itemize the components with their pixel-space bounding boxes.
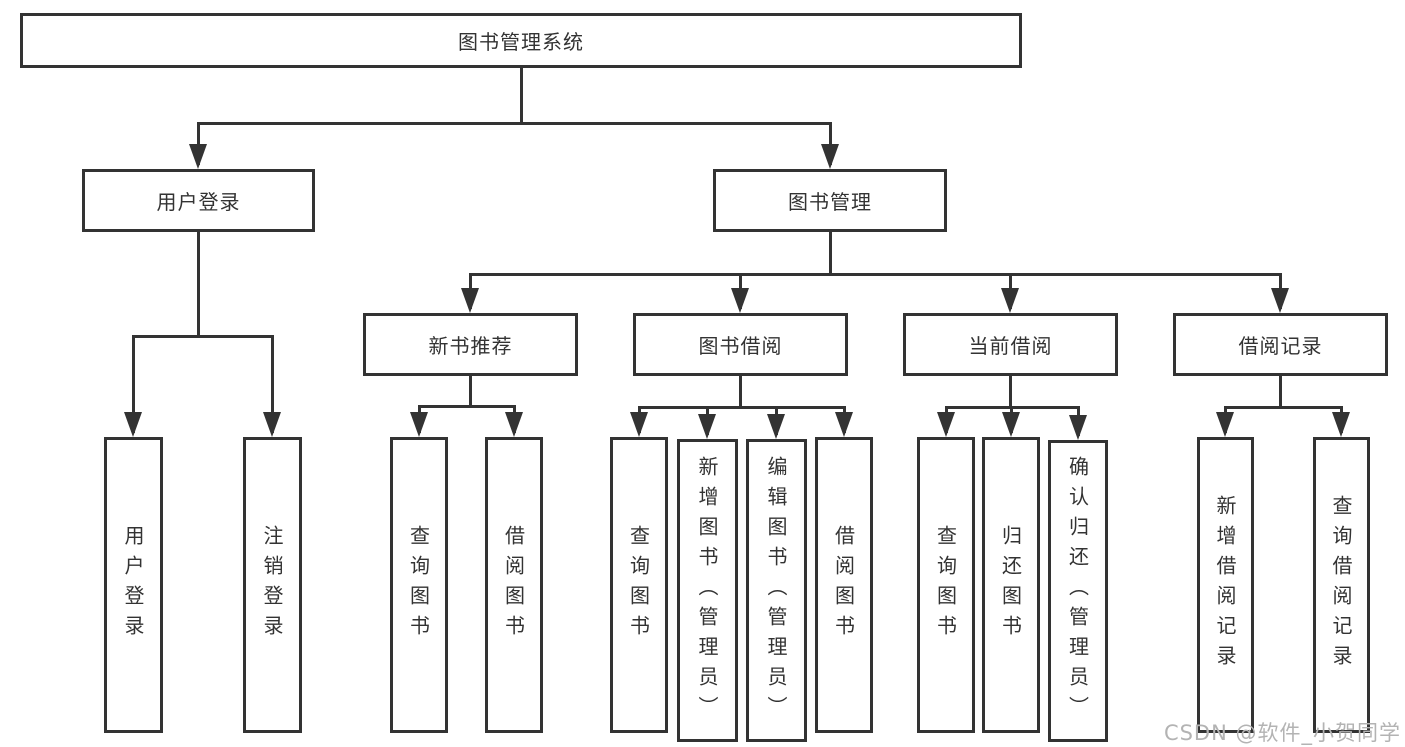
- node-label-user-login: 用户登录: [156, 190, 241, 214]
- node-query-books-1: 查询图书: [390, 437, 448, 733]
- node-label-return-books: 归还图书: [998, 525, 1023, 645]
- connector-arrow-stem: [131, 335, 135, 433]
- arrow-down-icon: [505, 412, 523, 437]
- arrow-down-icon: [410, 412, 428, 437]
- arrow-down-icon: [937, 412, 955, 437]
- connector-drop-line-book-borrow: [738, 376, 742, 406]
- connector-arrow-stem: [196, 122, 200, 165]
- node-confirm-return-admin: 确认归还（管理员）: [1048, 440, 1108, 742]
- node-label-borrow-records: 借阅记录: [1238, 334, 1323, 358]
- node-book-management: 图书管理: [713, 169, 947, 232]
- node-label-query-borrow-record: 查询借阅记录: [1329, 495, 1353, 675]
- node-label-add-borrow-record: 新增借阅记录: [1213, 495, 1237, 675]
- connector-drop-line-root: [519, 68, 523, 122]
- node-new-book-recommend: 新书推荐: [363, 313, 578, 376]
- node-label-query-books-1: 查询图书: [406, 525, 431, 645]
- arrow-down-icon: [1216, 412, 1234, 437]
- connector-rail-line-user-login: [131, 335, 274, 338]
- node-label-query-books-3: 查询图书: [933, 525, 958, 645]
- node-label-user-login-leaf: 用户登录: [121, 525, 145, 645]
- node-book-borrow: 图书借阅: [633, 313, 848, 376]
- node-borrow-books-1: 借阅图书: [485, 437, 543, 733]
- connector-drop-line-borrow-records: [1278, 376, 1282, 406]
- arrow-down-icon: [124, 412, 142, 437]
- connector-arrow-stem: [828, 122, 832, 165]
- node-borrow-books-2: 借阅图书: [815, 437, 873, 733]
- node-label-current-borrow: 当前借阅: [968, 334, 1053, 358]
- node-label-borrow-books-2: 借阅图书: [831, 525, 856, 645]
- arrow-down-icon: [698, 414, 716, 439]
- connector-arrow-stem: [270, 335, 274, 433]
- arrow-down-icon: [821, 144, 839, 169]
- arrow-down-icon: [731, 288, 749, 313]
- connector-drop-line-new-book-recommend: [468, 376, 472, 405]
- connector-drop-line-user-login: [196, 232, 200, 335]
- arrow-down-icon: [767, 414, 785, 439]
- arrow-down-icon: [1001, 288, 1019, 313]
- arrow-down-icon: [263, 412, 281, 437]
- node-label-confirm-return-admin: 确认归还（管理员）: [1065, 456, 1090, 726]
- node-add-books-admin: 新增图书（管理员）: [677, 439, 738, 742]
- node-logout: 注销登录: [243, 437, 302, 733]
- node-label-logout: 注销登录: [260, 525, 284, 645]
- node-label-edit-books-admin: 编辑图书（管理员）: [764, 455, 788, 726]
- node-add-borrow-record: 新增借阅记录: [1197, 437, 1254, 733]
- connector-rail-line-root: [196, 122, 832, 125]
- arrow-down-icon: [189, 144, 207, 169]
- node-query-books-3: 查询图书: [917, 437, 975, 733]
- connector-drop-line-book-management: [828, 232, 832, 273]
- node-edit-books-admin: 编辑图书（管理员）: [746, 439, 807, 742]
- arrow-down-icon: [1332, 412, 1350, 437]
- node-label-root: 图书管理系统: [458, 30, 584, 54]
- node-label-query-books-2: 查询图书: [626, 525, 651, 645]
- connector-drop-line-current-borrow: [1008, 376, 1012, 406]
- node-label-borrow-books-1: 借阅图书: [501, 525, 526, 645]
- arrow-down-icon: [1069, 415, 1087, 440]
- node-user-login-leaf: 用户登录: [104, 437, 163, 733]
- node-return-books: 归还图书: [982, 437, 1040, 733]
- node-label-add-books-admin: 新增图书（管理员）: [695, 455, 719, 726]
- arrow-down-icon: [1271, 288, 1289, 313]
- node-query-borrow-record: 查询借阅记录: [1313, 437, 1370, 733]
- arrow-down-icon: [461, 288, 479, 313]
- node-user-login: 用户登录: [82, 169, 315, 232]
- node-label-book-borrow: 图书借阅: [698, 334, 783, 358]
- node-current-borrow: 当前借阅: [903, 313, 1118, 376]
- watermark: CSDN @软件_小贺同学: [1163, 721, 1401, 745]
- node-borrow-records: 借阅记录: [1173, 313, 1388, 376]
- node-query-books-2: 查询图书: [610, 437, 668, 733]
- connector-rail-line-book-management: [468, 273, 1282, 276]
- connector-rail-line-book-borrow: [637, 406, 846, 409]
- connector-rail-line-new-book-recommend: [417, 405, 516, 408]
- arrow-down-icon: [835, 412, 853, 437]
- node-label-new-book-recommend: 新书推荐: [428, 334, 513, 358]
- node-label-book-management: 图书管理: [788, 190, 872, 214]
- node-root: 图书管理系统: [20, 13, 1022, 68]
- arrow-down-icon: [1002, 412, 1020, 437]
- connector-rail-line-borrow-records: [1223, 406, 1343, 409]
- arrow-down-icon: [630, 412, 648, 437]
